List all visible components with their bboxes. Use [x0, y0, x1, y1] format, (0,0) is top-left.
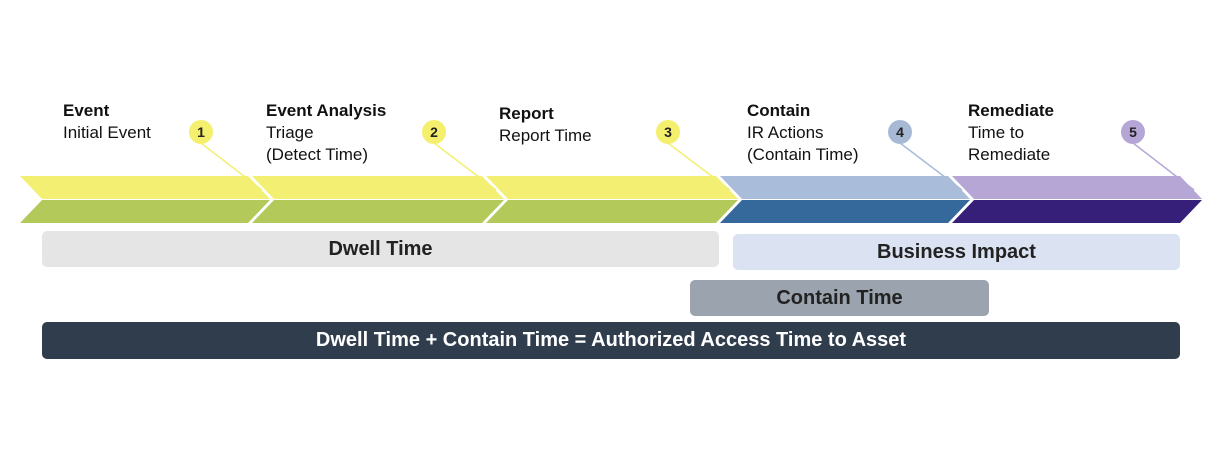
step-5-line-2: Remediate	[968, 145, 1051, 164]
step-4-title: Contain	[747, 101, 811, 120]
step-1-title: Event	[63, 101, 110, 120]
chevron-top-4	[720, 176, 970, 199]
step-2-badge: 2	[422, 120, 446, 144]
step-1-line-1: Initial Event	[63, 123, 151, 142]
callout-line-2	[433, 142, 497, 191]
step-5-badge: 5	[1121, 120, 1145, 144]
equation-bar: Dwell Time + Contain Time = Authorized A…	[42, 322, 1180, 359]
chevron-top-1	[20, 176, 270, 199]
step-4-line-1: IR Actions	[747, 123, 824, 142]
step-4-line-2: (Contain Time)	[747, 145, 859, 164]
step-3-label: Report Report Time	[499, 103, 592, 147]
step-1-label: Event Initial Event	[63, 100, 151, 144]
step-5-title: Remediate	[968, 101, 1054, 120]
step-2-line-1: Triage	[266, 123, 314, 142]
step-5-label: Remediate Time to Remediate	[968, 100, 1054, 166]
chevron-bottom-1	[20, 200, 270, 223]
callout-line-1	[200, 142, 263, 191]
step-3-line-1: Report Time	[499, 126, 592, 145]
step-3-title: Report	[499, 104, 554, 123]
chevron-bottom-2	[252, 200, 504, 223]
step-1-badge: 1	[189, 120, 213, 144]
callout-line-5	[1132, 142, 1195, 191]
callout-line-3	[667, 142, 731, 191]
step-4-label: Contain IR Actions (Contain Time)	[747, 100, 858, 166]
chevron-top-3	[486, 176, 738, 199]
callout-line-4	[899, 142, 963, 191]
chevron-top-5	[952, 176, 1202, 199]
step-4-badge: 4	[888, 120, 912, 144]
contain-time-bar: Contain Time	[690, 280, 989, 316]
business-impact-bar: Business Impact	[733, 234, 1180, 270]
chevron-bottom-4	[720, 200, 970, 223]
step-2-title: Event Analysis	[266, 101, 387, 120]
step-2-line-2: (Detect Time)	[266, 145, 369, 164]
step-5-line-1: Time to	[968, 123, 1025, 142]
chevron-top-2	[252, 176, 504, 199]
step-2-label: Event Analysis Triage (Detect Time)	[266, 100, 386, 166]
chevron-bottom-3	[486, 200, 738, 223]
dwell-time-bar: Dwell Time	[42, 231, 719, 267]
step-3-badge: 3	[656, 120, 680, 144]
chevron-bottom-5	[952, 200, 1202, 223]
